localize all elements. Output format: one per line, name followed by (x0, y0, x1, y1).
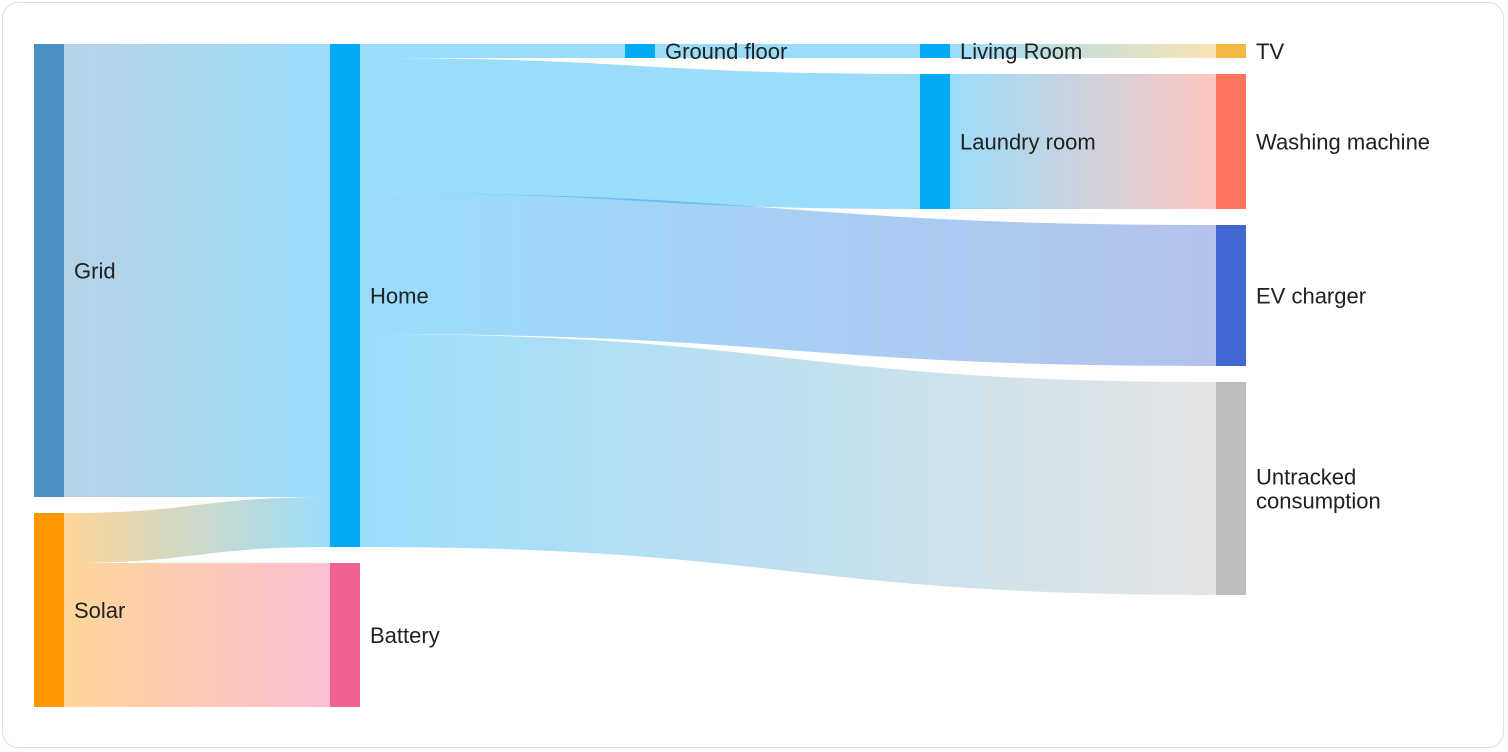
link-home-to-untracked[interactable] (360, 334, 1216, 595)
node-ground-floor[interactable] (625, 44, 655, 58)
node-label-solar: Solar (74, 598, 125, 623)
node-label-home: Home (370, 283, 429, 308)
node-living-room[interactable] (920, 44, 950, 58)
node-label-battery: Battery (370, 623, 440, 648)
node-label-grid: Grid (74, 258, 116, 283)
node-untracked[interactable] (1216, 382, 1246, 595)
link-home-to-laundry_room[interactable] (360, 58, 920, 209)
node-label-washing-machine: Washing machine (1256, 129, 1430, 154)
node-tv[interactable] (1216, 44, 1246, 58)
link-solar-to-home[interactable] (64, 497, 330, 563)
node-battery[interactable] (330, 563, 360, 707)
node-grid[interactable] (34, 44, 64, 497)
node-label-ground-floor: Ground floor (665, 39, 787, 64)
node-solar[interactable] (34, 513, 64, 707)
node-label-tv: TV (1256, 39, 1284, 64)
link-ground_floor-to-living_room[interactable] (655, 44, 920, 58)
node-washing-machine[interactable] (1216, 74, 1246, 209)
node-label-laundry-room: Laundry room (960, 129, 1096, 154)
links-layer (64, 44, 1216, 707)
node-label-ev-charger: EV charger (1256, 283, 1366, 308)
link-home-to-ev_charger[interactable] (360, 193, 1216, 366)
link-solar-to-battery[interactable] (64, 563, 330, 707)
nodes-layer (34, 44, 1246, 707)
node-laundry-room[interactable] (920, 74, 950, 209)
link-home-to-ground_floor[interactable] (360, 44, 625, 58)
node-label-living-room: Living Room (960, 39, 1082, 64)
node-ev-charger[interactable] (1216, 225, 1246, 366)
link-living_room-to-tv[interactable] (950, 44, 1216, 58)
link-grid-to-home[interactable] (64, 44, 330, 497)
node-home[interactable] (330, 44, 360, 547)
link-laundry_room-to-washing_machine[interactable] (950, 74, 1216, 209)
